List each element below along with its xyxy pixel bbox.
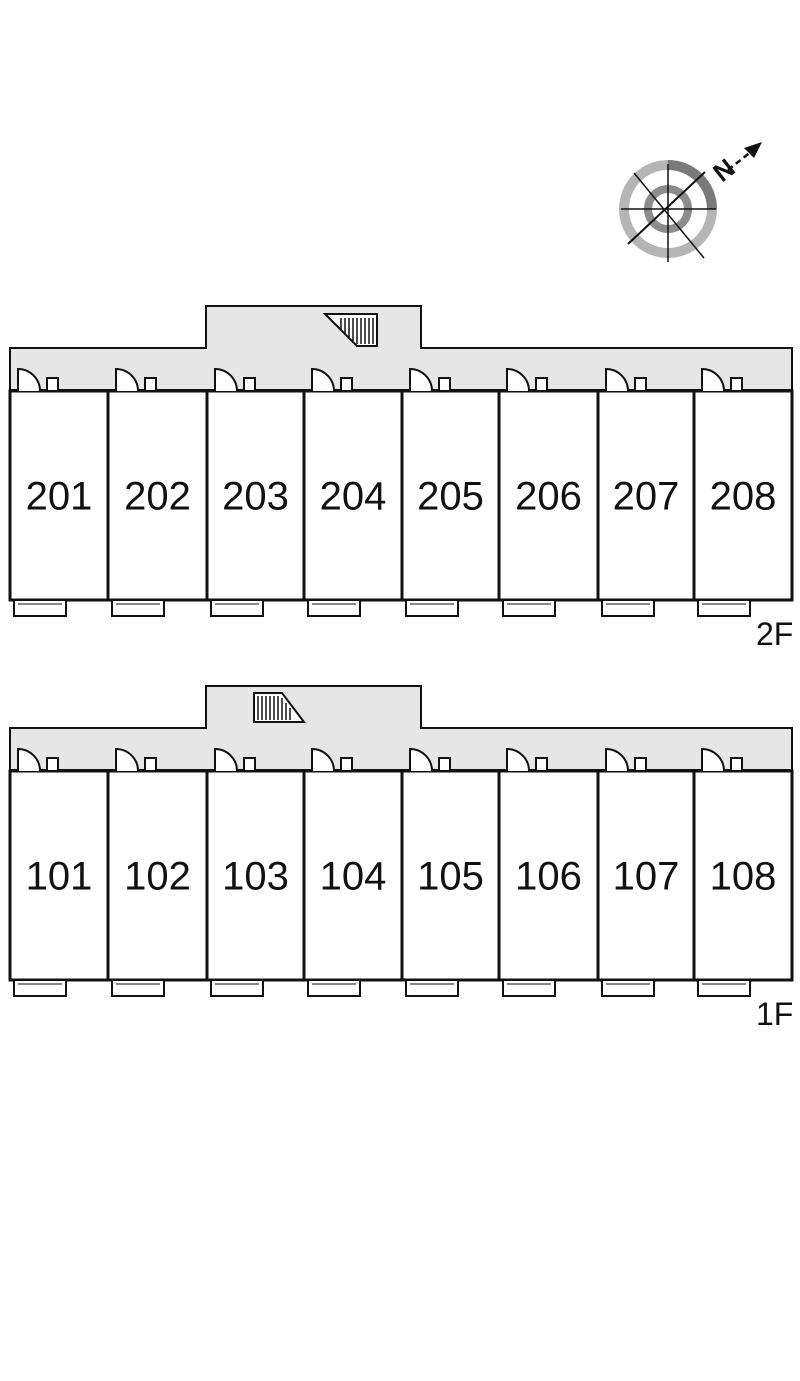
door-icon (115, 367, 157, 392)
door-icon (17, 747, 59, 772)
room-outline (205, 769, 306, 982)
room-number: 201 (26, 475, 93, 519)
room-unit: 104 (302, 747, 404, 997)
door-icon (115, 747, 157, 772)
meter-box-icon (340, 377, 353, 392)
room-unit: 207 (596, 367, 696, 617)
balcony (405, 979, 459, 997)
room-unit: 102 (106, 747, 209, 997)
room-outline (497, 769, 600, 982)
door-icon (214, 747, 256, 772)
room-number: 208 (710, 475, 777, 519)
balcony (210, 599, 264, 617)
room-number: 203 (222, 475, 289, 519)
room-number: 207 (613, 475, 680, 519)
room-unit: 205 (400, 367, 501, 617)
room-outline (400, 389, 501, 602)
balcony (601, 599, 655, 617)
floor-label-1f: 1F (756, 996, 793, 1032)
room-outline (596, 769, 696, 982)
meter-box-icon (46, 757, 59, 772)
room-outline (692, 769, 794, 982)
meter-box-icon (243, 377, 256, 392)
meter-box-icon (438, 377, 451, 392)
door-icon (506, 747, 548, 772)
meter-box-icon (535, 377, 548, 392)
floor-1f: 101 102 103 104 105 106 107 108 1F (8, 685, 794, 1032)
room-number: 105 (417, 855, 484, 899)
room-number: 102 (124, 855, 191, 899)
balcony (405, 599, 459, 617)
room-unit: 206 (497, 367, 600, 617)
door-icon (605, 747, 647, 772)
room-unit: 201 (8, 367, 110, 617)
balcony (111, 979, 165, 997)
balcony (13, 599, 67, 617)
room-outline (302, 769, 404, 982)
north-label: N (707, 153, 740, 188)
room-unit: 108 (692, 747, 794, 997)
meter-box-icon (438, 757, 451, 772)
room-number: 205 (417, 475, 484, 519)
meter-box-icon (144, 757, 157, 772)
balcony (210, 979, 264, 997)
compass-rose-icon: N (619, 142, 762, 262)
room-number: 101 (26, 855, 93, 899)
door-icon (311, 367, 353, 392)
room-outline (106, 389, 209, 602)
room-unit: 106 (497, 747, 600, 997)
room-unit: 103 (205, 747, 306, 997)
staircase-icon (253, 692, 307, 723)
room-unit: 107 (596, 747, 696, 997)
room-number: 202 (124, 475, 191, 519)
room-number: 106 (515, 855, 582, 899)
meter-box-icon (535, 757, 548, 772)
meter-box-icon (730, 757, 743, 772)
floor-label-2f: 2F (756, 616, 793, 652)
meter-box-icon (340, 757, 353, 772)
door-icon (701, 747, 743, 772)
balcony (502, 979, 556, 997)
staircase-icon (322, 313, 378, 347)
room-number: 107 (613, 855, 680, 899)
meter-box-icon (634, 757, 647, 772)
meter-box-icon (243, 757, 256, 772)
floor-2f: 201 202 203 204 205 206 207 208 2F (8, 305, 794, 652)
room-unit: 208 (692, 367, 794, 617)
meter-box-icon (144, 377, 157, 392)
room-unit: 105 (400, 747, 501, 997)
door-icon (409, 747, 451, 772)
door-icon (214, 367, 256, 392)
room-number: 104 (320, 855, 387, 899)
balcony (697, 979, 751, 997)
meter-box-icon (46, 377, 59, 392)
door-icon (311, 747, 353, 772)
room-unit: 203 (205, 367, 306, 617)
door-icon (17, 367, 59, 392)
balcony (697, 599, 751, 617)
door-icon (701, 367, 743, 392)
balcony (111, 599, 165, 617)
room-unit: 202 (106, 367, 209, 617)
room-outline (106, 769, 209, 982)
room-number: 206 (515, 475, 582, 519)
room-number: 108 (710, 855, 777, 899)
balcony (307, 979, 361, 997)
balcony (502, 599, 556, 617)
door-icon (409, 367, 451, 392)
room-number: 204 (320, 475, 387, 519)
door-icon (506, 367, 548, 392)
balcony (13, 979, 67, 997)
meter-box-icon (634, 377, 647, 392)
room-unit: 101 (8, 747, 110, 997)
balcony (601, 979, 655, 997)
door-icon (605, 367, 647, 392)
meter-box-icon (730, 377, 743, 392)
room-outline (596, 389, 696, 602)
room-unit: 204 (302, 367, 404, 617)
room-number: 103 (222, 855, 289, 899)
balcony (307, 599, 361, 617)
